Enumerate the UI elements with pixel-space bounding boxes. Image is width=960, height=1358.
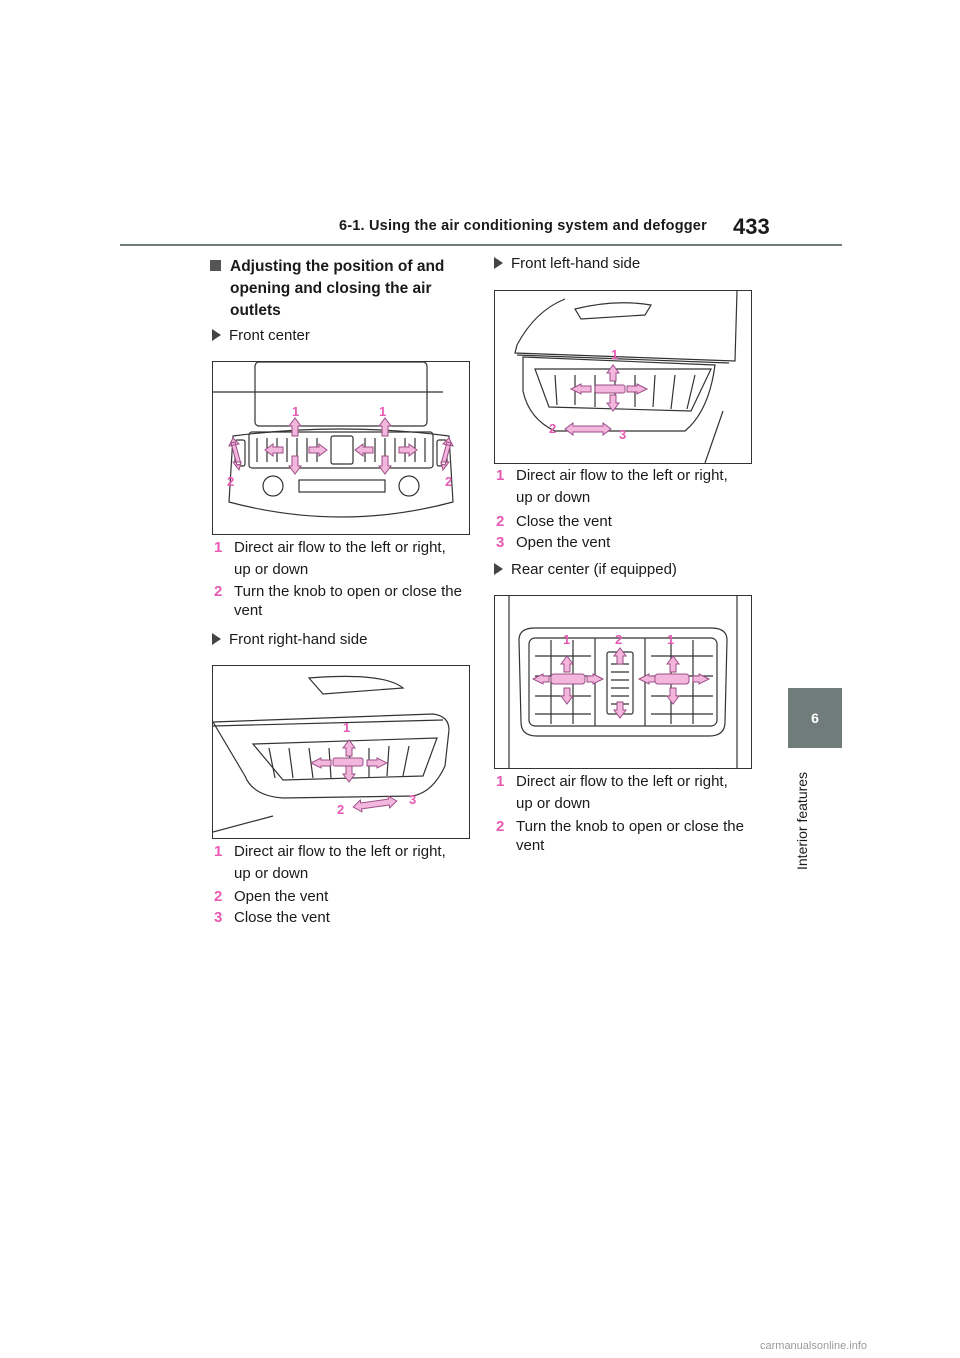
callout-3: 3 <box>409 792 416 807</box>
callout-2: 2 <box>227 474 234 489</box>
triangle-bullet-icon <box>494 257 503 269</box>
subheading-text: Front left-hand side <box>511 255 641 272</box>
chapter-label: Interior features <box>794 771 810 870</box>
callout-3: 3 <box>619 427 626 442</box>
item-number: 3 <box>496 534 505 551</box>
subheading-front-right: Front right-hand side <box>212 630 367 650</box>
item-number: 2 <box>214 888 223 905</box>
callout-1: 1 <box>379 404 386 419</box>
list-item: 3 Close the vent <box>214 907 464 929</box>
item-text: Direct air flow to the left or right, up… <box>516 773 728 812</box>
list-item: 2 Close the vent <box>496 511 746 533</box>
callout-1: 1 <box>667 632 674 647</box>
list-item: 1 Direct air flow to the left or right, … <box>214 841 464 885</box>
callout-2: 2 <box>445 474 452 489</box>
chapter-tab: 6 <box>788 688 842 748</box>
watermark: carmanualsonline.info <box>760 1340 868 1352</box>
item-number: 2 <box>214 583 223 600</box>
callout-1: 1 <box>292 404 299 419</box>
item-text: Direct air flow to the left or right, up… <box>516 467 728 506</box>
section-title: Adjusting the position of and opening an… <box>230 258 445 319</box>
item-text: Close the vent <box>516 513 612 530</box>
list-item: 1 Direct air flow to the left or right, … <box>214 537 464 581</box>
item-number: 1 <box>214 539 223 556</box>
chapter-number: 6 <box>811 710 819 726</box>
item-text: Open the vent <box>234 888 329 905</box>
square-bullet-icon <box>210 260 221 271</box>
item-text: Open the vent <box>516 534 611 551</box>
callout-2: 2 <box>337 802 344 817</box>
callout-1: 1 <box>563 632 570 647</box>
item-number: 3 <box>214 909 223 926</box>
triangle-bullet-icon <box>212 633 221 645</box>
callout-1: 1 <box>611 347 618 362</box>
section-heading: Adjusting the position of and opening an… <box>210 256 472 322</box>
figure-rear-center: 1 2 1 <box>494 595 752 769</box>
subheading-rear-center: Rear center (if equipped) <box>494 560 677 580</box>
item-number: 2 <box>496 818 505 835</box>
page-number: 433 <box>733 214 770 239</box>
triangle-bullet-icon <box>494 563 503 575</box>
callout-2: 2 <box>549 421 556 436</box>
item-text: Direct air flow to the left or right, up… <box>234 843 446 882</box>
subheading-text: Rear center (if equipped) <box>511 561 677 578</box>
list-item: 3 Open the vent <box>496 532 746 554</box>
figure-front-right: 1 2 3 <box>212 665 470 839</box>
item-text: Turn the knob to open or close the vent <box>234 583 462 619</box>
callout-1: 1 <box>343 720 350 735</box>
running-header: 6-1. Using the air conditioning system a… <box>339 218 707 234</box>
subheading-front-left: Front left-hand side <box>494 254 640 274</box>
subheading-front-center: Front center <box>212 326 310 346</box>
item-number: 1 <box>496 773 505 790</box>
item-text: Close the vent <box>234 909 330 926</box>
figure-front-left: 1 2 3 <box>494 290 752 464</box>
list-item: 1 Direct air flow to the left or right, … <box>496 465 746 509</box>
list-item: 2 Open the vent <box>214 886 464 908</box>
item-number: 1 <box>496 467 505 484</box>
item-number: 2 <box>496 513 505 530</box>
triangle-bullet-icon <box>212 329 221 341</box>
subheading-text: Front center <box>229 327 310 344</box>
item-text: Turn the knob to open or close the vent <box>516 818 744 854</box>
figure-front-center: 1 1 2 2 <box>212 361 470 535</box>
item-text: Direct air flow to the left or right, up… <box>234 539 446 578</box>
header-rule <box>120 244 842 246</box>
subheading-text: Front right-hand side <box>229 631 368 648</box>
callout-2: 2 <box>615 632 622 647</box>
item-number: 1 <box>214 843 223 860</box>
list-item: 2 Turn the knob to open or close the ven… <box>214 582 464 620</box>
list-item: 1 Direct air flow to the left or right, … <box>496 771 746 815</box>
list-item: 2 Turn the knob to open or close the ven… <box>496 817 746 855</box>
